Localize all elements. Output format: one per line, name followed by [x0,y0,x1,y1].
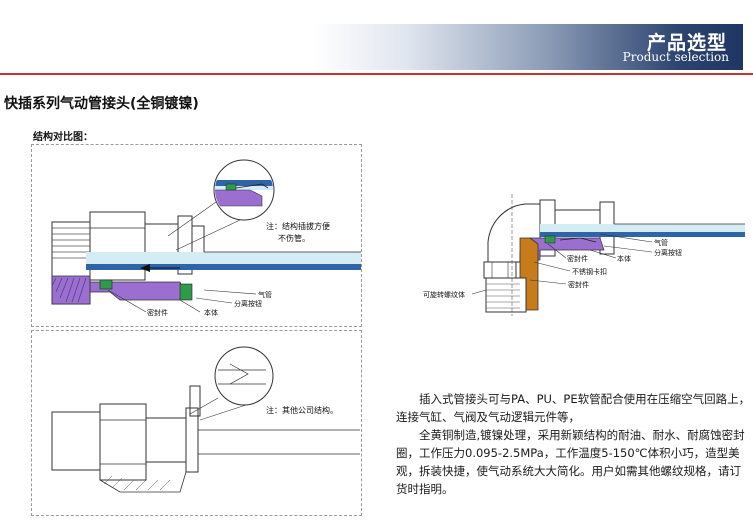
top-label-release-button: 分离按钮 [234,299,262,308]
header-subtitle: Product selection [622,50,729,64]
right-label-stainless-clip: 不锈钢卡扣 [572,267,607,276]
bottom-fitting-drawing [51,346,360,493]
right-label-release-button: 分离按钮 [654,248,682,257]
diagram-box-top [31,144,362,327]
header-banner: 产品选型 Product selection [314,24,743,70]
right-label-body: 本体 [617,254,631,263]
top-note-line1: 注：结构插拔方便 [266,221,330,231]
top-label-body: 本体 [204,308,218,317]
right-elbow-drawing [471,194,745,316]
right-label-seal-lower: 密封件 [568,280,589,289]
top-fitting-drawing: 注：结构插拔方便 不伤管。 气管 分离按钮 本体 密封件 [51,159,361,317]
product-description: 插入式管接头可与PA、PU、PE软管配合使用在压缩空气回路上，连接气缸、气阀及气… [396,390,752,498]
diagram-box-bottom [31,330,362,516]
top-label-seal: 密封件 [147,308,168,317]
top-note-line2: 不伤管。 [278,233,310,243]
description-note: 用户如需其他螺纹规格，请订货时指明。 [396,464,741,496]
right-label-rotatable-thread: 可旋转螺纹体 [423,290,465,299]
description-paragraph-1: 插入式管接头可与PA、PU、PE软管配合使用在压缩空气回路上，连接气缸、气阀及气… [396,392,751,424]
top-label-air-tube: 气管 [258,290,272,299]
header-divider [0,73,753,75]
description-main: 全黄铜制造,镀镍处理，采用新颖结构的耐油、耐水、耐腐蚀密封圈，工作压力0.095… [396,428,745,478]
right-label-seal-upper: 密封件 [567,254,588,263]
right-label-air-tube: 气管 [654,238,668,247]
section-title: 快插系列气动管接头(全铜镀镍) [4,96,199,112]
structure-subtitle: 结构对比图： [33,132,93,143]
description-paragraph-2: 全黄铜制造,镀镍处理，采用新颖结构的耐油、耐水、耐腐蚀密封圈，工作压力0.095… [396,426,752,498]
bottom-note: 注：其他公司结构。 [266,405,338,415]
header-title: 产品选型 [646,32,727,54]
